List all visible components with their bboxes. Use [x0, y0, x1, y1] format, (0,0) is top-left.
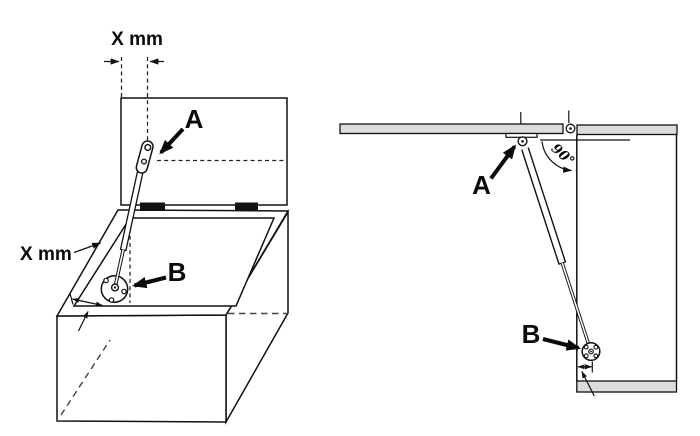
right-view-side: 90° [339, 110, 678, 397]
bracket-b-offset-dimension-side [577, 361, 595, 397]
cabinet-top-panel [576, 124, 678, 136]
callout-b-right: B [522, 319, 582, 351]
dimension-x-side-leader [73, 242, 102, 254]
gas-spring-right [517, 136, 601, 362]
bracket-b-center-dot [590, 350, 592, 353]
mount-a-pivot-center [521, 140, 524, 143]
piston-rod-fill [114, 249, 124, 288]
chest-box [55, 209, 290, 425]
angle-label: 90° [548, 141, 578, 170]
gas-spring-cylinder-fill [121, 171, 143, 251]
arrow-to-mount-a [159, 127, 185, 155]
bracket-b-hole [121, 288, 127, 295]
offset-pointer-arrow [77, 310, 89, 332]
arrow-to-mount-a [489, 144, 517, 180]
eyelet-lower-hole [140, 158, 148, 165]
box-front-face [56, 314, 227, 423]
bracket-b-hole [593, 353, 599, 359]
bracket-b-hole [583, 344, 589, 350]
label-a: A [185, 104, 204, 134]
callout-a-left: A [159, 104, 204, 155]
arrow-to-bracket-b [542, 337, 582, 351]
bracket-b-hole [583, 353, 589, 359]
hinge-right [235, 202, 258, 211]
gas-spring-cylinder-fill [522, 147, 565, 264]
bracket-b-offset-dimension [69, 293, 104, 332]
dimension-x-side: X mm [20, 242, 102, 265]
callout-a-right: A [472, 144, 517, 200]
ball-stud-center [113, 286, 117, 289]
label-a: A [472, 170, 491, 200]
opening-angle: 90° [540, 139, 630, 173]
eyelet-hole [144, 143, 152, 152]
left-view-perspective: X mm X mm [20, 29, 290, 425]
bracket-b-hole [593, 344, 599, 350]
gas-spring-left [100, 140, 154, 303]
dimension-x-side-label: X mm [20, 244, 72, 265]
label-b: B [168, 257, 187, 287]
hinge-pivot-center [569, 127, 572, 130]
hinge-left [140, 202, 165, 211]
bracket-b-hole [103, 277, 109, 284]
offset-pointer-arrow [581, 370, 595, 397]
angle-arc [541, 141, 573, 173]
bracket-b-hole [108, 297, 115, 303]
eyelet-fitting-a [135, 140, 154, 174]
hidden-bottom-left-edge [60, 339, 111, 416]
arrow-to-bracket-b [131, 275, 167, 289]
dimension-x-top: X mm [104, 29, 164, 65]
dimension-x-top-label: X mm [111, 29, 163, 50]
label-b: B [522, 319, 541, 349]
callout-b-left: B [131, 257, 187, 289]
lid-panel-side [339, 123, 564, 135]
offset-double-arrow [71, 297, 104, 307]
cabinet-bottom-panel [576, 380, 678, 393]
bracket-b-right [581, 341, 601, 362]
open-flap-lid [339, 110, 576, 138]
piston-rod-fill [561, 262, 591, 348]
